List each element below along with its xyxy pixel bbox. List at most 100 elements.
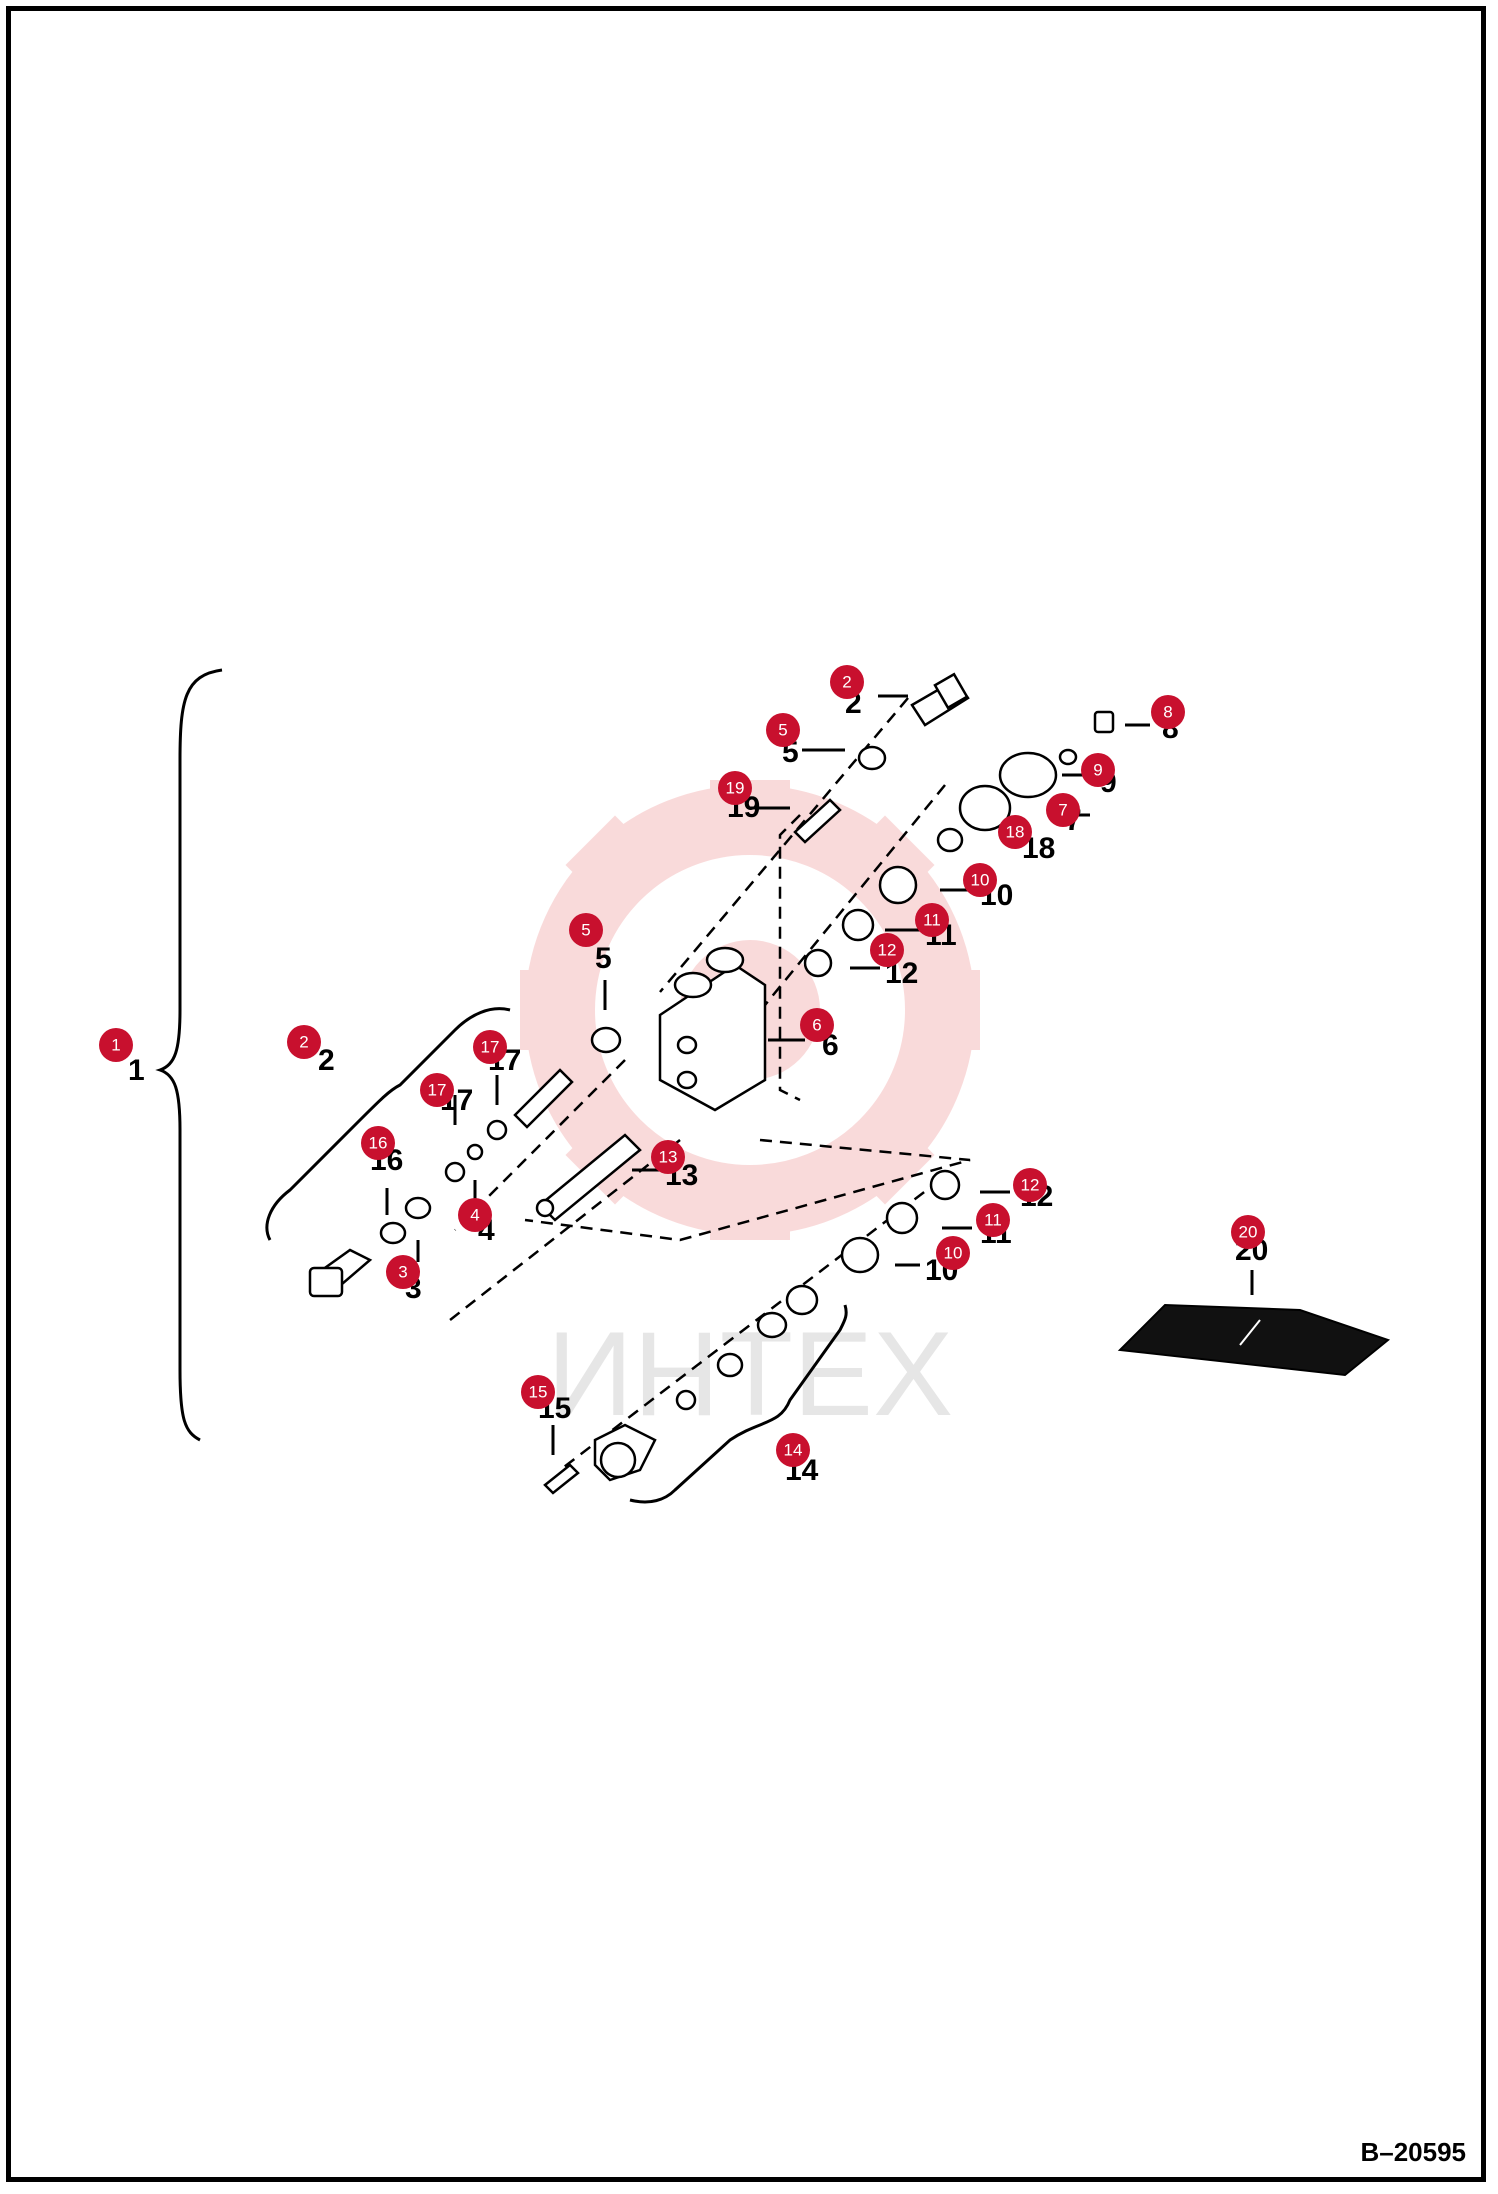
badge-16: 16 (361, 1126, 395, 1160)
part-17-nut-a (486, 1119, 508, 1141)
svg-text:2: 2 (842, 673, 851, 692)
svg-text:18: 18 (1006, 823, 1025, 842)
badge-5-top: 5 (766, 713, 800, 747)
badge-14: 14 (776, 1433, 810, 1467)
svg-text:1: 1 (111, 1036, 120, 1055)
part-6-port-a (705, 946, 745, 974)
part-16-ring (404, 1196, 432, 1220)
parts (308, 672, 1391, 1495)
svg-text:20: 20 (1239, 1223, 1258, 1242)
svg-text:5: 5 (778, 721, 787, 740)
part-10-seal-bottom (840, 1236, 880, 1274)
watermark-gear (520, 780, 980, 1240)
part-14-cover-boss (599, 1441, 637, 1479)
badge-11-bottom: 11 (976, 1203, 1010, 1237)
badge-2-top: 2 (830, 665, 864, 699)
svg-text:9: 9 (1093, 761, 1102, 780)
svg-text:11: 11 (984, 1211, 1002, 1230)
badge-1: 1 (99, 1028, 133, 1062)
badge-10-bottom: 10 (936, 1236, 970, 1270)
svg-text:15: 15 (529, 1383, 548, 1402)
part-20-decal-mark (1239, 1319, 1261, 1346)
badge-12-top: 12 (870, 933, 904, 967)
part-14-seal-b (716, 1352, 744, 1378)
svg-text:11: 11 (923, 911, 941, 930)
svg-text:4: 4 (470, 1206, 479, 1225)
part-11-seal-bottom (885, 1201, 919, 1235)
part-18-plate (958, 784, 1012, 832)
part-7-plate (998, 751, 1058, 799)
badge-9: 9 (1081, 753, 1115, 787)
part-2-plug-hex (308, 1266, 344, 1298)
badge-5-left: 5 (569, 913, 603, 947)
badge-2-left: 2 (287, 1025, 321, 1059)
badge-7: 7 (1046, 793, 1080, 827)
part-12-oring-bottom (929, 1169, 961, 1201)
callout-5-left: 5 (595, 942, 612, 975)
svg-text:12: 12 (1021, 1176, 1040, 1195)
part-4-ring (466, 1143, 484, 1161)
svg-text:10: 10 (944, 1244, 963, 1263)
svg-text:5: 5 (581, 921, 590, 940)
part-17-cartridge (513, 1068, 574, 1129)
part-11-seal-top (841, 908, 875, 942)
part-6-hole-a (676, 1035, 698, 1055)
brace-assembly-1 (155, 668, 223, 1442)
svg-text:17: 17 (428, 1081, 447, 1100)
badge-3: 3 (386, 1255, 420, 1289)
badge-15: 15 (521, 1375, 555, 1409)
svg-text:12: 12 (878, 941, 897, 960)
part-8-screw (1093, 710, 1115, 734)
part-19-bolt (793, 798, 842, 844)
badge-18: 18 (998, 815, 1032, 849)
part-15-screw (543, 1463, 580, 1495)
badge-4: 4 (458, 1198, 492, 1232)
part-2-hex (933, 672, 969, 710)
svg-text:17: 17 (481, 1038, 500, 1057)
part-9-washer (1058, 748, 1078, 766)
svg-text:14: 14 (784, 1441, 803, 1460)
svg-text:7: 7 (1058, 801, 1067, 820)
svg-text:2: 2 (299, 1033, 308, 1052)
diagram-frame (6, 6, 1486, 2182)
svg-text:8: 8 (1163, 703, 1172, 722)
badges: 1 2 2 3 4 5 5 6 7 8 9 10 10 11 11 12 12 … (99, 665, 1265, 1467)
svg-text:3: 3 (398, 1263, 407, 1282)
svg-text:10: 10 (971, 871, 990, 890)
part-5-oring-top (857, 745, 887, 771)
part-10-seal-top (878, 865, 918, 905)
badge-11-top: 11 (915, 903, 949, 937)
part-14-spring (756, 1311, 788, 1339)
part-6-port-b (673, 971, 713, 999)
badge-17-b: 17 (420, 1073, 454, 1107)
part-10-ring-top (936, 827, 964, 853)
part-17-nut-b (444, 1161, 466, 1183)
badge-19: 19 (718, 771, 752, 805)
part-5-oring-left (590, 1026, 622, 1054)
badge-10-top: 10 (963, 863, 997, 897)
part-14-seal-a (785, 1284, 819, 1316)
badge-12-bottom: 12 (1013, 1168, 1047, 1202)
svg-text:6: 6 (812, 1016, 821, 1035)
badge-6: 6 (800, 1008, 834, 1042)
svg-text:19: 19 (726, 779, 745, 798)
watermark-text: ИНТЕХ (547, 1307, 953, 1441)
part-12-oring-top (803, 948, 833, 978)
part-14-poppet (675, 1389, 697, 1411)
drawing-number: B–20595 (1360, 2137, 1466, 2167)
bracket-kit-2 (265, 1007, 511, 1241)
badge-17-a: 17 (473, 1030, 507, 1064)
part-6-hole-b (676, 1070, 698, 1090)
callout-2-left: 2 (318, 1044, 335, 1077)
part-13-end (535, 1198, 555, 1218)
badge-13: 13 (651, 1140, 685, 1174)
badge-20: 20 (1231, 1215, 1265, 1249)
part-20-decal (1117, 1303, 1391, 1377)
bracket-kit-14 (629, 1304, 848, 1504)
part-3-ring (379, 1221, 407, 1245)
svg-text:13: 13 (659, 1148, 678, 1167)
badge-8: 8 (1151, 695, 1185, 729)
callout-1: 1 (128, 1054, 145, 1087)
svg-text:16: 16 (369, 1134, 388, 1153)
